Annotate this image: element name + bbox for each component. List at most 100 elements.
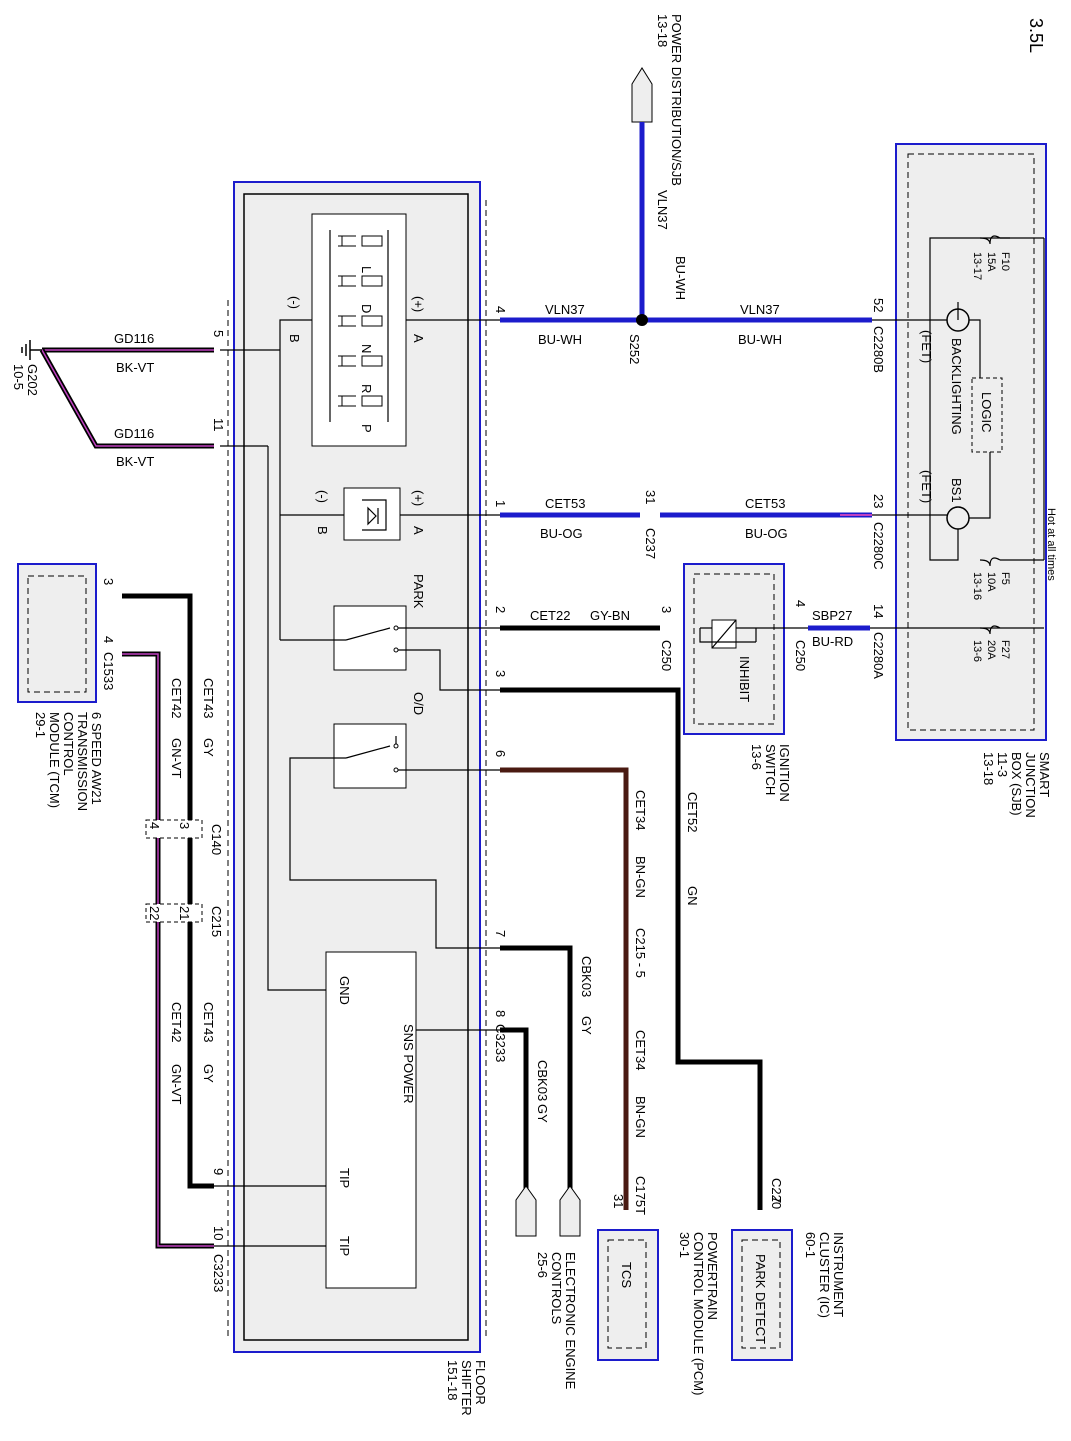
power-distribution-label: POWER DISTRIBUTION/SJB — [669, 14, 684, 186]
ignition-inhibit: INHIBIT — [737, 656, 752, 702]
wire-cet43 — [122, 593, 214, 1189]
ground-g202: G202 — [25, 364, 40, 396]
fuse-f27-rating: 20A — [985, 640, 997, 660]
cet42-color-2: GN-VT — [169, 1064, 184, 1105]
splice-s252 — [636, 314, 648, 326]
connector-c175t: C175T — [633, 1176, 648, 1215]
wire-cet52 — [500, 687, 763, 1210]
cbk03-color-2: GY — [535, 1104, 550, 1123]
pin-fs8: 8 — [493, 1010, 508, 1017]
sjb-fet-2: (FET) — [919, 470, 934, 503]
cet34-color-2: BN-GN — [633, 1096, 648, 1138]
sensor-tip-1: TIP — [337, 1168, 352, 1188]
connector-c250-a: C250 — [659, 640, 674, 671]
ic-name-2: CLUSTER (IC) — [817, 1232, 832, 1318]
tcm-name-3: CONTROL — [61, 712, 76, 776]
engine-label: 3.5L — [1026, 18, 1046, 53]
cet43-label-2: CET43 — [201, 1002, 216, 1042]
sjb-logic: LOGIC — [979, 392, 994, 432]
eec-name-1: ELECTRONIC ENGINE — [563, 1252, 578, 1390]
pin-fs3: 3 — [493, 670, 508, 677]
fuse-f5-ref: 13-16 — [971, 572, 983, 600]
fuse-f27-name: F27 — [999, 640, 1011, 659]
ic-park-detect: PARK DETECT — [753, 1254, 768, 1344]
led-n-label: N — [359, 344, 374, 353]
pin-fs5: 5 — [211, 330, 226, 337]
ic-name-1: INSTRUMENT — [831, 1232, 846, 1317]
pcm-module: TCS POWERTRAIN CONTROL MODULE (PCM) 30-1 — [597, 1229, 720, 1395]
led-r-label: R — [359, 384, 374, 393]
connector-c2280a: C2280A — [871, 632, 886, 679]
cet43-label-1: CET43 — [201, 678, 216, 718]
pin-c215-21: 21 — [177, 906, 192, 920]
led-b: B — [287, 334, 302, 343]
pd-wire-id: VLN37 — [655, 190, 670, 230]
sjb-name-1: SMART — [1037, 752, 1052, 797]
floor-shifter: FLOOR SHIFTER 151-18 L D N R P (+) A (-)… — [214, 181, 500, 1416]
cet42-label-2: CET42 — [169, 1002, 184, 1042]
pin-fs10: 10 — [211, 1226, 226, 1240]
pin-tcm3: 3 — [101, 578, 116, 585]
cet52-color: GN — [685, 886, 700, 906]
pin-fs4: 4 — [493, 306, 508, 313]
pin-31: 31 — [643, 490, 658, 504]
ground-symbol — [21, 340, 42, 360]
sjb-logic-box — [971, 377, 1003, 453]
ground-g202-ref: 10-5 — [11, 364, 26, 390]
gd116-color-1: BK-VT — [116, 360, 154, 375]
pcm-name-2: CONTROL MODULE (PCM) — [691, 1232, 706, 1395]
sbp27-label: SBP27 — [812, 608, 852, 623]
solenoid-plus: (+) — [411, 490, 426, 506]
pin-23: 23 — [871, 494, 886, 508]
ignition-name-1: IGNITION — [777, 744, 792, 802]
cet22-color: GY-BN — [590, 608, 630, 623]
pin-3-c250: 3 — [659, 606, 674, 613]
sbp27-color: BU-RD — [812, 634, 853, 649]
cet22-label: CET22 — [530, 608, 570, 623]
pin-fs6: 6 — [493, 750, 508, 757]
sjb-module: SMART JUNCTION BOX (SJB) 11-3 13-18 Hot … — [895, 143, 1057, 818]
hot-at-all-times: Hot at all times — [1045, 508, 1057, 581]
vln37-color-2: BU-WH — [738, 332, 782, 347]
pin-c220-7: 7 — [769, 1196, 784, 1203]
connector-c140: C140 — [209, 824, 224, 855]
pin-14: 14 — [871, 604, 886, 618]
pin-c140-4: 4 — [147, 822, 162, 829]
sjb-backlighting: BACKLIGHTING — [949, 338, 964, 435]
ignition-switch: INHIBIT IGNITION SWITCH 13-6 — [683, 563, 808, 802]
connector-c250-b: C250 — [793, 640, 808, 671]
sjb-fet-1: (FET) — [919, 330, 934, 363]
sensor-sns-power: SNS POWER — [401, 1024, 416, 1103]
eec-name-2: CONTROLS — [549, 1252, 564, 1325]
cet53-color-2: BU-OG — [745, 526, 788, 541]
connector-c140-box — [145, 819, 203, 839]
park-label: PARK — [411, 574, 426, 609]
connector-s252: S252 — [627, 334, 642, 364]
fuse-f27-ref: 13-6 — [971, 640, 983, 662]
pin-c175t-31: 31 — [611, 1194, 626, 1208]
vln37-label-1: VLN37 — [545, 302, 585, 317]
connector-c2280b: C2280B — [871, 326, 886, 373]
power-distribution: POWER DISTRIBUTION/SJB 13-18 VLN37 BU-WH — [631, 14, 688, 320]
pin-52: 52 — [871, 298, 886, 312]
tcm-name-1: 6 SPEED AW21 — [89, 712, 104, 805]
tcm-name-4: MODULE (TCM) — [47, 712, 62, 808]
pin-tcm4: 4 — [101, 636, 116, 643]
cbk03-label-2: CBK03 — [535, 1060, 550, 1101]
tcm-ref: 29-1 — [33, 712, 48, 738]
solenoid-minus: (-) — [315, 490, 330, 503]
pin-c215-22: 22 — [147, 906, 162, 920]
cet42-label-1: CET42 — [169, 678, 184, 718]
wire-cet42 — [122, 651, 214, 1249]
connector-c215-box — [145, 903, 203, 923]
led-minus: (-) — [287, 296, 302, 309]
sjb-ref-1: 11-3 — [995, 752, 1010, 777]
led-l: L — [338, 235, 383, 273]
cet34-label-2: CET34 — [633, 1030, 648, 1070]
fuse-f27: F27 20A 13-6 — [971, 625, 1011, 662]
solenoid-b: B — [315, 526, 330, 535]
led-d: D — [338, 275, 383, 313]
pin-c140-3: 3 — [177, 822, 192, 829]
sensor-tip-2: TIP — [337, 1236, 352, 1256]
